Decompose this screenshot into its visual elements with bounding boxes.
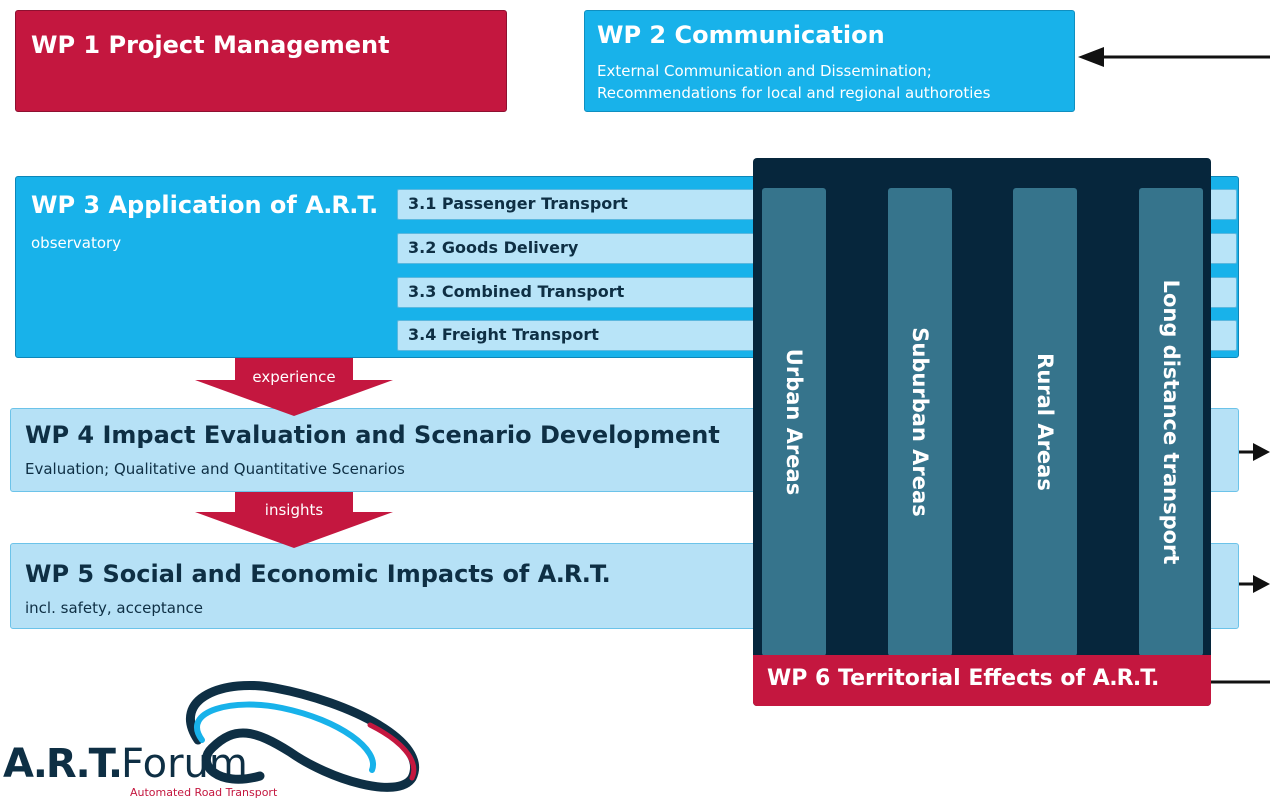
wp4-title: WP 4 Impact Evaluation and Scenario Deve… (25, 421, 720, 449)
wp6-title: WP 6 Territorial Effects of A.R.T. (767, 666, 1160, 691)
wp2-description: External Communication and Dissemination… (597, 60, 990, 104)
band-long-distance: Long distance transport (1139, 188, 1203, 656)
wp1-box: WP 1 Project Management (15, 10, 507, 112)
wp3-title-text: WP 3 Application of (31, 191, 297, 219)
subtask-3-3-label: 3.3 Combined Transport (408, 282, 625, 301)
band-rural-areas: Rural Areas (1013, 188, 1077, 656)
experience-arrow-icon (195, 358, 393, 416)
insights-label: insights (264, 501, 324, 519)
logo-art: A.R.T. (3, 741, 123, 787)
subtask-3-4-label: 3.4 Freight Transport (408, 325, 599, 344)
wp1-title: WP 1 Project Management (31, 31, 390, 59)
band-suburban-areas: Suburban Areas (888, 188, 952, 656)
wp5-title: WP 5 Social and Economic Impacts of A.R.… (25, 560, 611, 588)
band-rural-label: Rural Areas (1033, 353, 1057, 491)
experience-label: experience (252, 368, 336, 386)
logo-forum: Forum (121, 741, 248, 787)
band-suburban-label: Suburban Areas (908, 327, 932, 517)
band-urban-label: Urban Areas (782, 348, 806, 496)
band-long-distance-label: Long distance transport (1159, 279, 1183, 565)
wp6-title-text: WP 6 Territorial Effects of (767, 666, 1086, 691)
arrow-out-wp4-icon (1239, 443, 1270, 461)
subtask-3-2-label: 3.2 Goods Delivery (408, 238, 579, 257)
wp2-title: WP 2 Communication (597, 21, 885, 49)
arrow-line-wp6-icon (1211, 680, 1270, 684)
arrow-out-wp5-icon (1239, 575, 1270, 593)
wp6-frame (753, 158, 1211, 706)
wp6-art-mark: A.R.T. (1092, 666, 1160, 691)
logo-tagline: Automated Road Transport (130, 786, 278, 799)
wp5-subtitle: incl. safety, acceptance (25, 599, 203, 617)
wp2-line-2: Recommendations for local and regional a… (597, 84, 991, 102)
arrow-into-wp2-icon (1078, 47, 1270, 67)
wp6-banner: WP 6 Territorial Effects of A.R.T. (753, 655, 1211, 706)
wp3-art-mark: A.R.T. (305, 191, 378, 219)
wp4-subtitle: Evaluation; Qualitative and Quantitative… (25, 460, 405, 478)
band-urban-areas: Urban Areas (762, 188, 826, 656)
insights-arrow-icon (195, 492, 393, 548)
logo-wordmark: A.R.T.Forum (3, 741, 248, 787)
wp2-line-1: External Communication and Dissemination… (597, 62, 932, 80)
wp5-art-mark: A.R.T. (537, 560, 611, 588)
wp3-subtitle: observatory (31, 234, 122, 252)
art-forum-logo-icon (186, 680, 419, 792)
subtask-3-1-label: 3.1 Passenger Transport (408, 194, 628, 213)
wp2-box: WP 2 Communication External Communicatio… (584, 10, 1075, 112)
wp5-title-text: WP 5 Social and Economic Impacts of (25, 560, 530, 588)
wp3-title: WP 3 Application of A.R.T. (31, 191, 378, 219)
